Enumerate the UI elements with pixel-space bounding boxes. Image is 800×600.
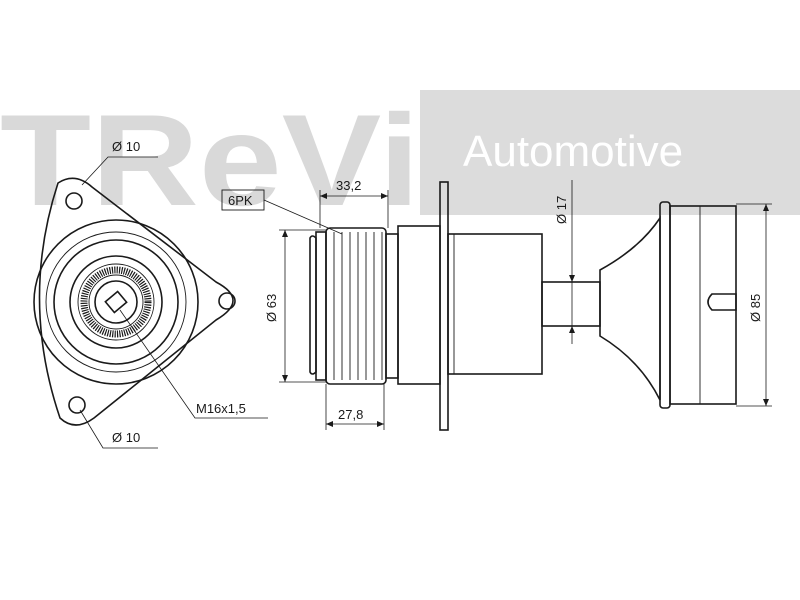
arrow-33-right (381, 193, 388, 199)
bearing-outer (77, 263, 155, 341)
pulley-flange-left (315, 231, 327, 381)
label-hole-top: Ø 10 (112, 139, 140, 154)
arrow-27-left (326, 421, 333, 427)
key-slot (707, 293, 737, 311)
housing-front (397, 225, 441, 385)
flange-plate (439, 181, 449, 431)
watermark: TReVi Automotive (0, 87, 800, 233)
shaft (541, 281, 601, 327)
watermark-tagline: Automotive (463, 127, 683, 176)
hub-outer-circle (33, 219, 199, 385)
side-view: 6PK 33,2 Ø 63 27,8 Ø 17 (221, 178, 772, 431)
pulley-body (325, 227, 387, 385)
thread-bore (94, 280, 138, 324)
leader-hole-top (81, 156, 158, 186)
pulley-grooves (333, 232, 383, 380)
leader-hole-bottom (79, 409, 158, 449)
leader-profile (263, 199, 343, 235)
label-profile: 6PK (228, 193, 253, 208)
label-width-bottom: 27,8 (338, 407, 363, 422)
arrow-33-left (320, 193, 327, 199)
hub-ring-2 (53, 239, 179, 365)
arrow-85-bottom (763, 399, 769, 406)
drum-rim (659, 201, 671, 409)
front-view: Ø 10 Ø 10 M16x1,5 (33, 139, 268, 449)
hub-ring-3 (69, 255, 163, 349)
label-shaft-diameter: Ø 17 (554, 196, 569, 224)
needle-bearing (80, 266, 152, 338)
pulley-cap (309, 235, 317, 375)
mount-hole-bottom (68, 396, 86, 414)
watermark-brand: TReVi (0, 87, 420, 233)
arrow-17-top (569, 275, 575, 282)
center-hex (104, 290, 128, 314)
arrow-85-top (763, 204, 769, 211)
watermark-band (420, 90, 800, 215)
hub-ring-1 (45, 231, 187, 373)
body-cylinder (447, 233, 543, 375)
drum-body (669, 205, 737, 405)
clutch-cone (599, 215, 661, 401)
label-thread: M16x1,5 (196, 401, 246, 416)
mount-hole-right (218, 292, 236, 310)
mount-hole-top (65, 192, 83, 210)
label-body-diameter: Ø 85 (748, 294, 763, 322)
label-pulley-diameter: Ø 63 (264, 294, 279, 322)
leader-thread (119, 309, 268, 419)
pulley-collar (385, 233, 399, 379)
arrow-17-bottom (569, 326, 575, 333)
arrow-27-right (377, 421, 384, 427)
label-hole-bottom: Ø 10 (112, 430, 140, 445)
arrow-63-top (282, 230, 288, 237)
bearing-inner (88, 274, 144, 330)
label-width-top: 33,2 (336, 178, 361, 193)
arrow-63-bottom (282, 375, 288, 382)
